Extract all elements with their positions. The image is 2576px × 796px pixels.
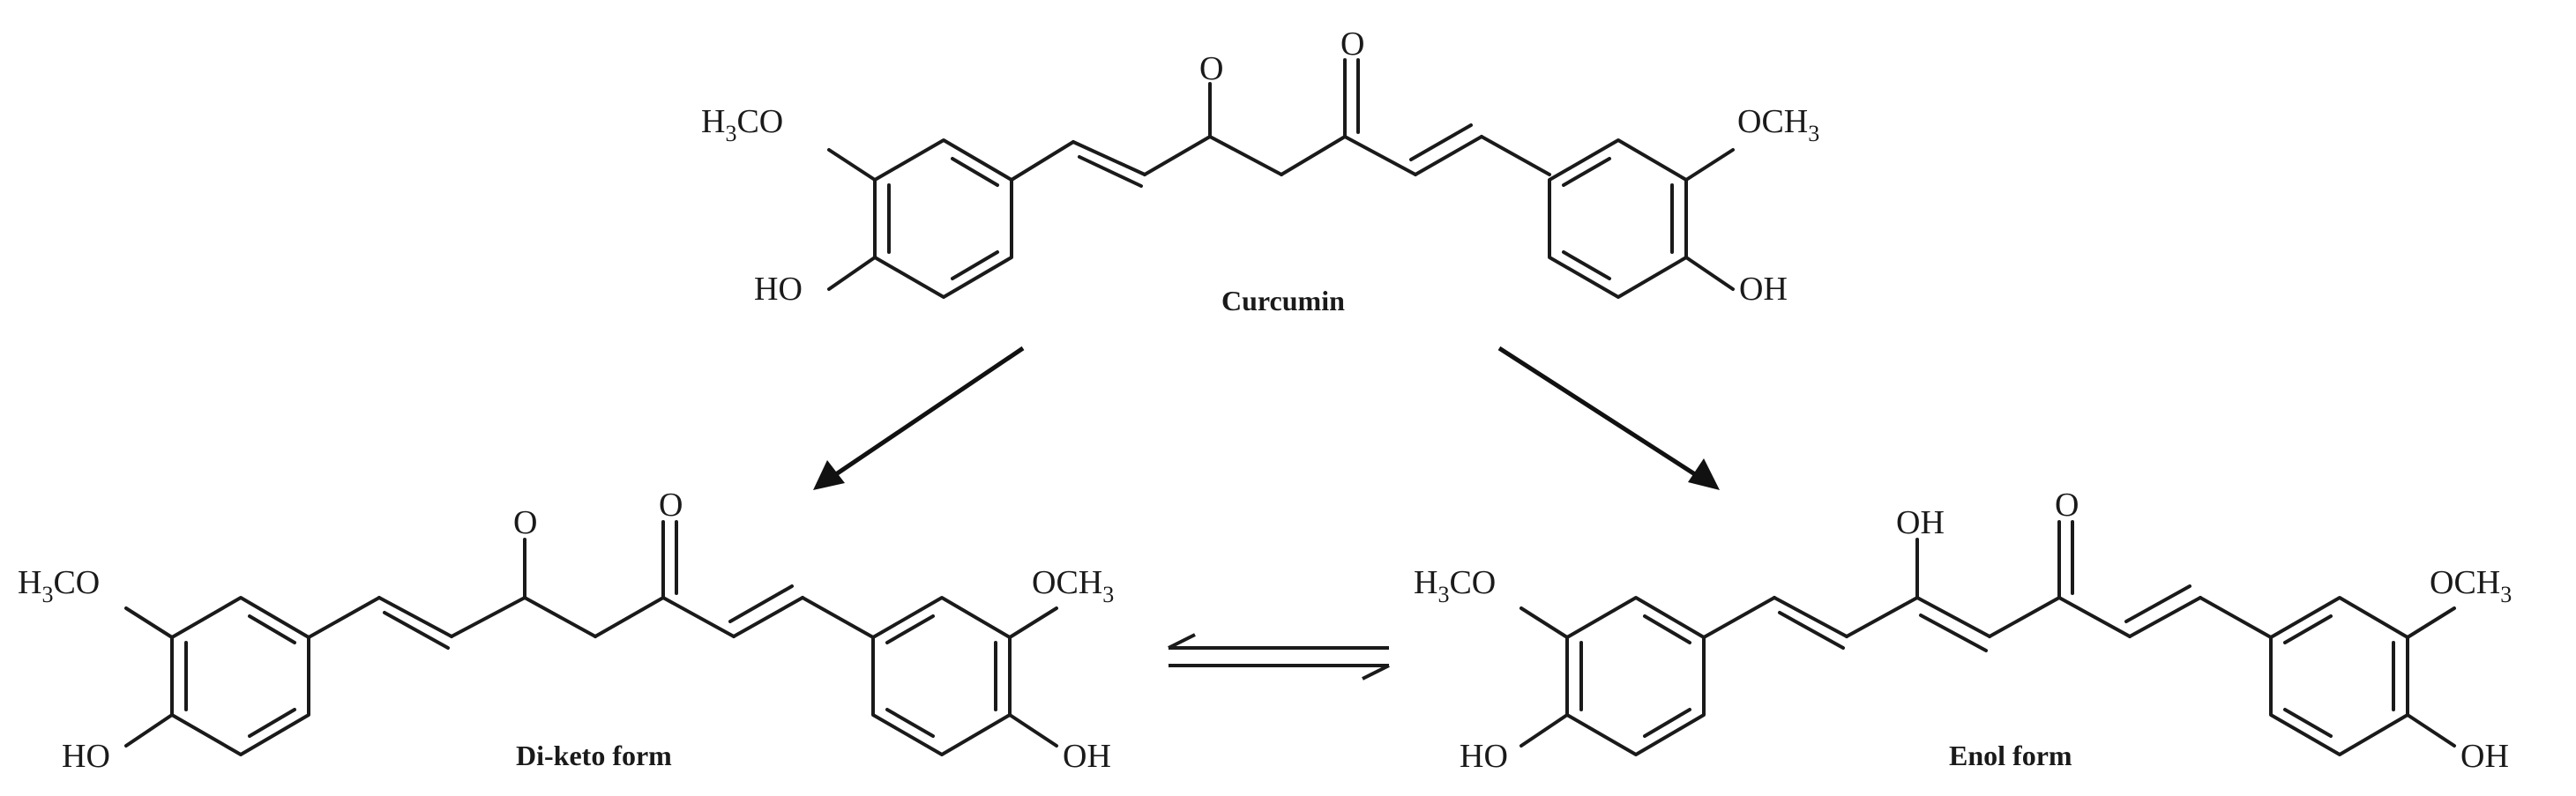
curcumin-caption: Curcumin — [1221, 285, 1345, 316]
methoxy-left-label: H3CO — [18, 564, 100, 607]
hydroxy-left-label: HO — [754, 271, 803, 308]
oxygen-1-label: O — [513, 504, 537, 541]
molecule-enol: H3CO HO OH O OCH3 OH — [1414, 487, 2512, 775]
arrow-to-diketo — [813, 346, 1025, 490]
linker-chain — [307, 520, 875, 650]
right-aromatic-ring — [1548, 138, 1688, 299]
left-aromatic-ring — [1565, 596, 1706, 756]
methoxy-right-label: OCH3 — [1737, 103, 1819, 146]
methoxy-right-label: OCH3 — [2430, 564, 2512, 607]
hydroxy-right-label: OH — [1063, 738, 1111, 775]
right-aromatic-ring — [871, 596, 1012, 756]
methoxy-right-label: OCH3 — [1032, 564, 1114, 607]
oxygen-1-label: O — [1199, 50, 1223, 87]
methoxy-left-label: H3CO — [1414, 564, 1496, 607]
molecule-curcumin: H3CO HO O O OCH3 OH — [701, 26, 1819, 316]
arrow-to-enol — [1497, 346, 1720, 490]
oxygen-2-label: O — [2055, 487, 2079, 524]
oxygen-1-label: OH — [1896, 504, 1945, 541]
enol-caption: Enol form — [1949, 740, 2072, 771]
right-aromatic-ring — [2269, 596, 2409, 756]
equilibrium-arrows — [1168, 633, 1390, 681]
molecule-diketo: H3CO HO O O OCH3 OH Di-k — [18, 487, 1114, 775]
hydroxy-left-label: HO — [1460, 738, 1508, 775]
left-aromatic-ring — [170, 596, 310, 756]
linker-chain — [1702, 520, 2273, 652]
methoxy-left-label: H3CO — [701, 103, 783, 146]
hydroxy-left-label: HO — [62, 738, 110, 775]
hydroxy-right-label: OH — [2460, 738, 2509, 775]
oxygen-2-label: O — [1340, 26, 1364, 63]
hydroxy-right-label: OH — [1739, 271, 1788, 308]
diketo-caption: Di-keto form — [516, 740, 672, 771]
left-aromatic-ring — [873, 138, 1013, 299]
oxygen-2-label: O — [659, 487, 683, 524]
linker-chain — [1010, 58, 1551, 188]
